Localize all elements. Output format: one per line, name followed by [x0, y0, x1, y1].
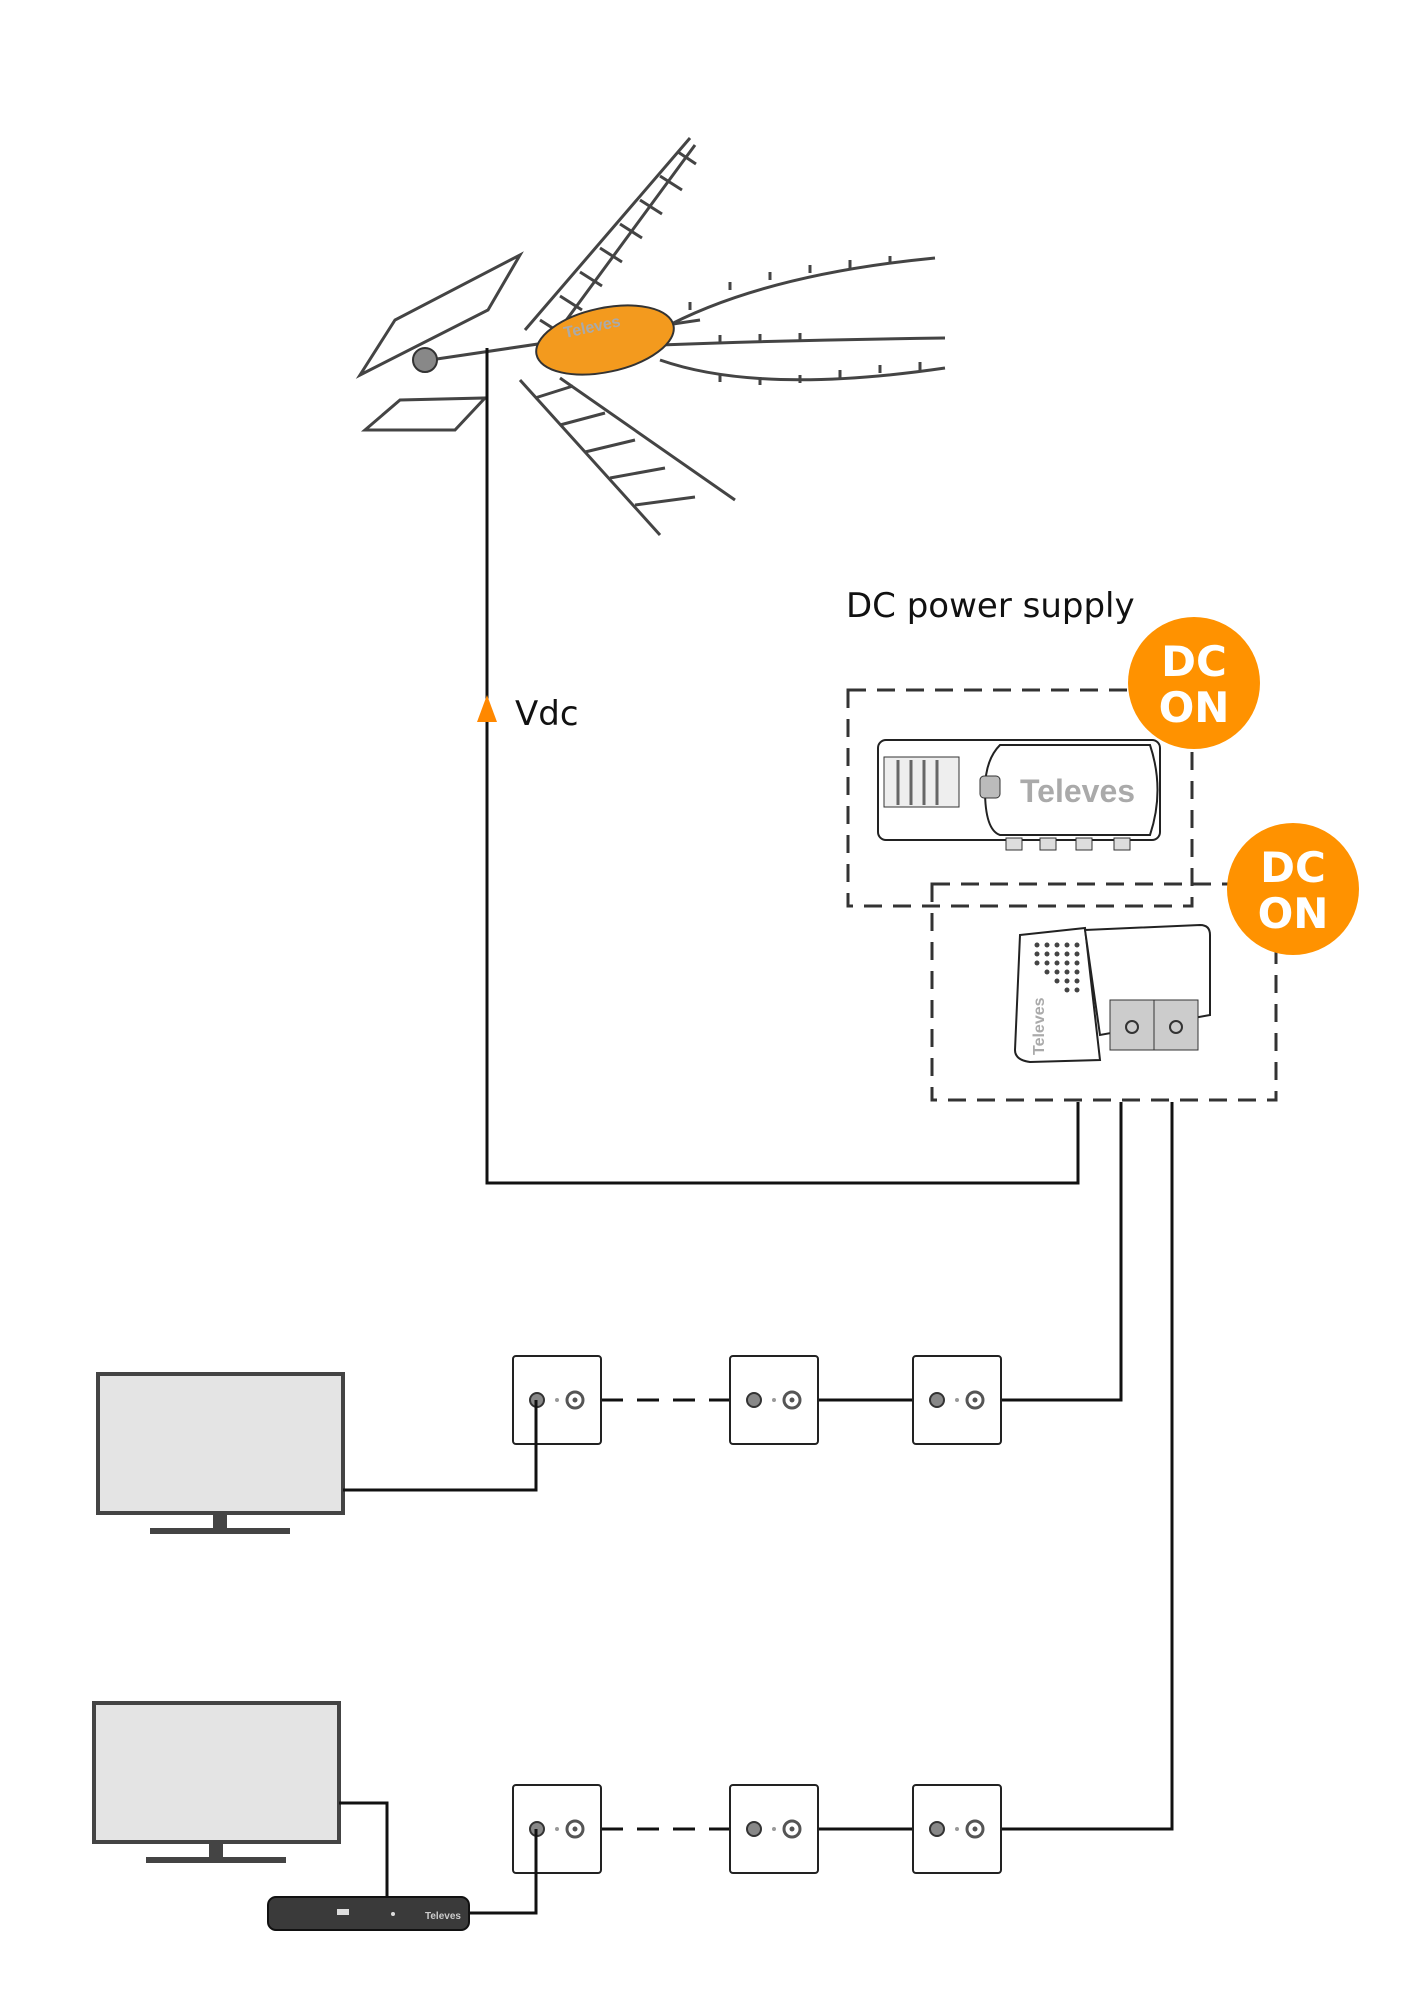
- tv-2-cable: [339, 1801, 389, 1897]
- stb-cable: [469, 1829, 538, 1915]
- wall-socket: [729, 1784, 819, 1874]
- dc-on-badge-1: DC ON: [1128, 617, 1260, 749]
- wall-socket: [512, 1784, 602, 1874]
- tv-1: [96, 1372, 345, 1534]
- badge-1-line2: ON: [1159, 683, 1230, 732]
- badge-1-line1: DC: [1161, 637, 1227, 686]
- set-top-box: Televes: [267, 1896, 470, 1931]
- tv-2: [92, 1701, 341, 1863]
- antenna-cable: [485, 348, 1080, 1185]
- wall-socket: [729, 1355, 819, 1445]
- power-supply-2-logo: Televes: [1031, 997, 1048, 1055]
- power-supply-2-frame: [930, 882, 1278, 1102]
- wall-sockets: [512, 1355, 1002, 1874]
- stb-logo: Televes: [425, 1911, 461, 1922]
- dc-on-badge-2: DC ON: [1227, 823, 1359, 955]
- antenna-icon: Televes: [355, 137, 946, 537]
- power-supply-1-frame: [846, 688, 1194, 908]
- badge-2-line1: DC: [1260, 843, 1326, 892]
- wall-socket: [912, 1784, 1002, 1874]
- vdc-label: Vdc: [515, 694, 579, 734]
- wall-socket: [512, 1355, 602, 1445]
- wall-socket: [912, 1355, 1002, 1445]
- power-supply-title: DC power supply: [846, 586, 1135, 626]
- cable-row-1: [1000, 1102, 1123, 1402]
- up-arrow-icon: [477, 695, 497, 722]
- tv-1-cable: [343, 1400, 538, 1492]
- badge-2-line2: ON: [1258, 889, 1329, 938]
- power-supply-2: Televes: [1013, 923, 1211, 1064]
- cable-row-2: [1000, 1102, 1174, 1831]
- power-supply-1: Televes: [877, 739, 1161, 851]
- power-supply-1-logo: Televes: [1020, 773, 1135, 809]
